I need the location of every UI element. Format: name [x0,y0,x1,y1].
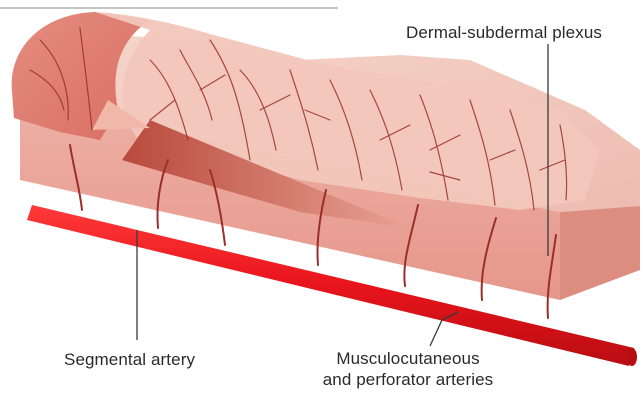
label-musculocutaneous-line2: and perforator arteries [313,369,503,390]
label-musculocutaneous-arteries: Musculocutaneous and perforator arteries [313,348,503,390]
skin-slab-end [560,206,640,300]
label-musculocutaneous-line1: Musculocutaneous [313,348,503,369]
label-dermal-subdermal-plexus: Dermal-subdermal plexus [406,23,602,43]
segmental-artery-end [627,348,637,366]
label-segmental-artery: Segmental artery [64,350,195,370]
